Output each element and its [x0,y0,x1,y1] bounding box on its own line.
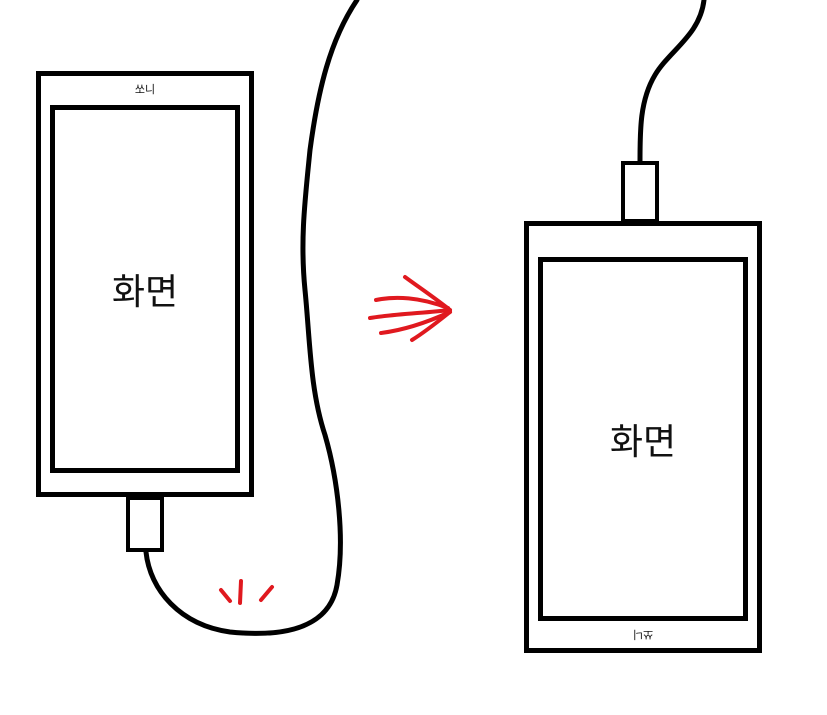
left-phone-connector [126,496,164,552]
left-phone-screen: 화면 [50,105,240,473]
left-phone: 쏘니 화면 [36,71,254,497]
right-phone-brand: 쏘니 [632,628,654,641]
red-arrow-icon [368,275,452,342]
left-phone-brand: 쏘니 [134,83,156,96]
right-phone-screen: 화면 [538,257,748,621]
left-cable [143,0,360,636]
right-phone-connector [621,161,659,223]
spark-marks-icon [219,579,274,605]
left-phone-screen-label: 화면 [111,272,179,313]
right-phone-screen-label: 화면 [609,422,677,463]
right-phone: 화면 쏘니 [524,221,762,653]
right-cable [637,0,707,164]
